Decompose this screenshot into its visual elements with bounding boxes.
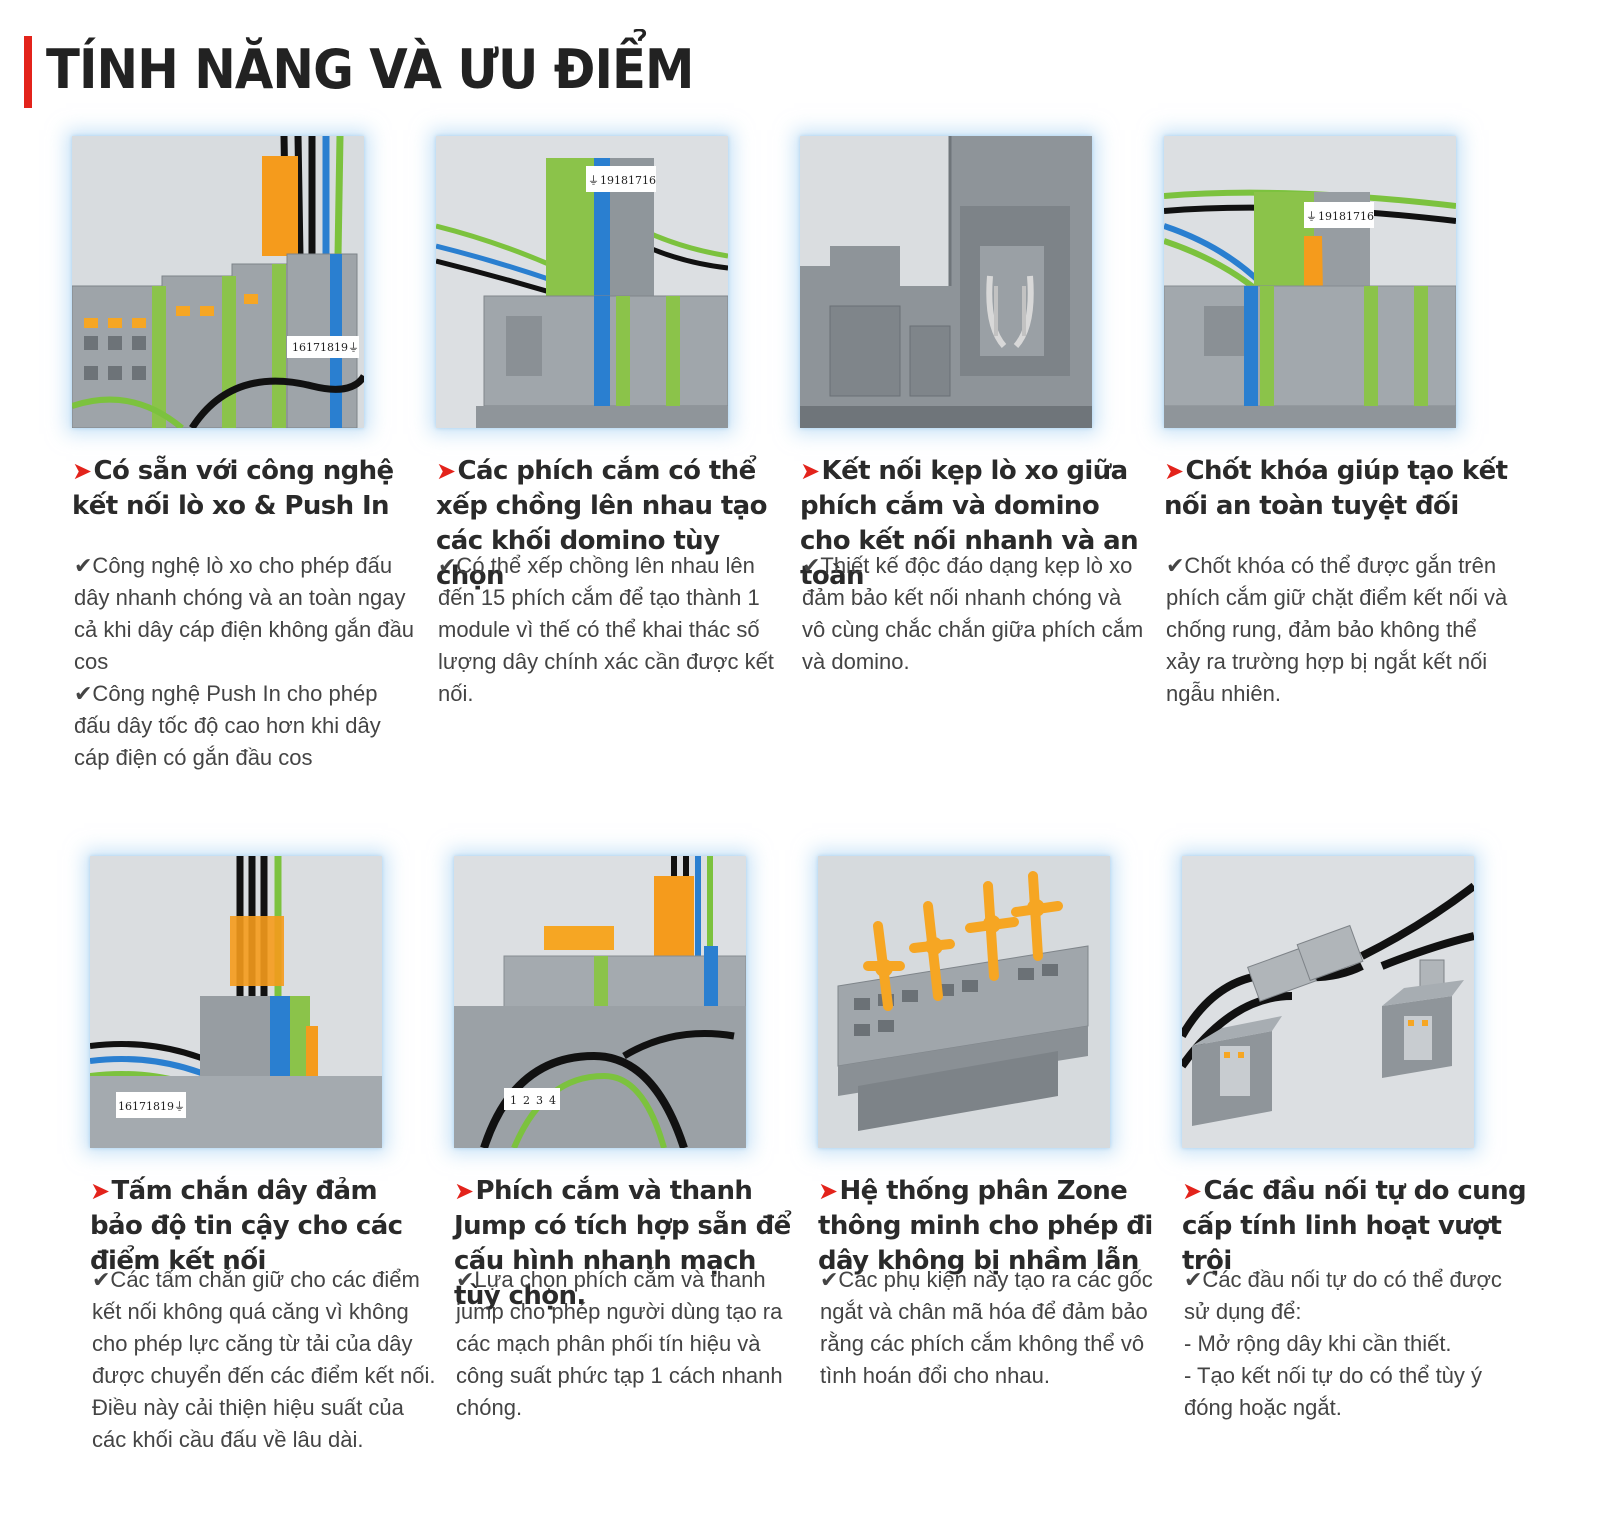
feature-description: ✔Các tấm chắn giữ cho các điểm kết nối k… xyxy=(92,1264,437,1456)
terminal-marker-label: 18 xyxy=(146,1100,160,1113)
feature-description-line: ✔Thiết kế độc đáo dạng kẹp lò xo đảm bảo… xyxy=(802,553,1144,674)
feature-description: ✔Có thể xếp chồng lên nhau lên đến 15 ph… xyxy=(438,550,783,710)
feature-image-stackable-plugs: ⏚ 19 18 17 16 xyxy=(436,136,728,428)
header-accent-bar xyxy=(24,36,32,108)
terminal-marker-label: 18 xyxy=(1332,210,1346,223)
terminal-marker-label: 2 xyxy=(523,1094,530,1107)
arrow-icon: ➤ xyxy=(818,1177,838,1205)
terminal-marker-label: 18 xyxy=(320,341,334,354)
terminal-marker-label: 19 xyxy=(160,1100,174,1113)
feature-description-line: ✔Lựa chọn phích cắm và thanh jump cho ph… xyxy=(456,1267,783,1420)
feature-description: ✔Thiết kế độc đáo dạng kẹp lò xo đảm bảo… xyxy=(802,550,1147,678)
feature-image-spring-push-in: 16 17 18 19 ⏚ xyxy=(72,136,364,428)
feature-image-zone-system xyxy=(818,856,1110,1148)
feature-title-text: Phích cắm và thanh Jump có tích hợp sẵn … xyxy=(454,1176,791,1311)
terminal-marker-label: 19 xyxy=(600,174,614,187)
arrow-icon: ➤ xyxy=(436,457,456,485)
feature-description: ✔Lựa chọn phích cắm và thanh jump cho ph… xyxy=(456,1264,801,1424)
terminal-marker-label: 17 xyxy=(628,174,642,187)
feature-title-text: Các phích cắm có thể xếp chồng lên nhau … xyxy=(436,456,768,591)
terminal-marker-label: 19 xyxy=(1318,210,1332,223)
terminal-marker-label: 4 xyxy=(549,1094,556,1107)
terminal-marker-label: 16 xyxy=(1360,210,1374,223)
arrow-icon: ➤ xyxy=(1164,457,1184,485)
feature-title: ➤Tấm chắn dây đảm bảo độ tin cậy cho các… xyxy=(90,1174,435,1279)
terminal-marker-label: ⏚ xyxy=(174,1100,185,1113)
terminal-marker-label: 16 xyxy=(118,1100,132,1113)
terminal-marker-label: 3 xyxy=(536,1094,543,1107)
feature-title-text: Chốt khóa giúp tạo kết nối an toàn tuyệt… xyxy=(1164,456,1508,521)
feature-description-line: - Tạo kết nối tự do có thể tùy ý đóng ho… xyxy=(1184,1363,1483,1420)
feature-title-text: Các đầu nối tự do cung cấp tính linh hoạ… xyxy=(1182,1176,1527,1276)
terminal-marker-label: 16 xyxy=(292,341,306,354)
feature-description: ✔Chốt khóa có thể được gắn trên phích cắ… xyxy=(1166,550,1511,710)
feature-title: ➤Phích cắm và thanh Jump có tích hợp sẵn… xyxy=(454,1174,799,1314)
feature-description-line: ✔Các đầu nối tự do có thể được sử dụng đ… xyxy=(1184,1267,1502,1324)
feature-title-text: Hệ thống phân Zone thông minh cho phép đ… xyxy=(818,1176,1153,1276)
feature-description: ✔Các phụ kiện này tạo ra các gốc ngắt và… xyxy=(820,1264,1165,1392)
terminal-marker-label: 17 xyxy=(306,341,320,354)
feature-description-line: ✔Có thể xếp chồng lên nhau lên đến 15 ph… xyxy=(438,553,774,706)
feature-image-free-connectors xyxy=(1182,856,1474,1148)
arrow-icon: ➤ xyxy=(454,1177,474,1205)
feature-description-line: ✔Công nghệ lò xo cho phép đấu dây nhanh … xyxy=(74,553,415,674)
feature-description-line: - Mở rộng dây khi cần thiết. xyxy=(1184,1331,1452,1356)
arrow-icon: ➤ xyxy=(72,457,92,485)
feature-title: ➤Có sẵn với công nghệ kết nối lò xo & Pu… xyxy=(72,454,417,524)
feature-image-locking-latch: ⏚ 19 18 17 16 xyxy=(1164,136,1456,428)
terminal-marker-label: ⏚ xyxy=(1306,210,1317,223)
feature-title: ➤Các phích cắm có thể xếp chồng lên nhau… xyxy=(436,454,781,594)
feature-description: ✔Công nghệ lò xo cho phép đấu dây nhanh … xyxy=(74,550,419,774)
feature-description-line: ✔Chốt khóa có thể được gắn trên phích cắ… xyxy=(1166,553,1508,706)
terminal-marker-label: 17 xyxy=(132,1100,146,1113)
feature-title-text: Có sẵn với công nghệ kết nối lò xo & Pus… xyxy=(72,456,394,521)
feature-title: ➤Các đầu nối tự do cung cấp tính linh ho… xyxy=(1182,1174,1527,1279)
feature-title: ➤Hệ thống phân Zone thông minh cho phép … xyxy=(818,1174,1163,1279)
arrow-icon: ➤ xyxy=(1182,1177,1202,1205)
feature-title-text: Kết nối kẹp lò xo giữa phích cắm và domi… xyxy=(800,456,1139,591)
terminal-marker-label: ⏚ xyxy=(588,174,599,187)
feature-image-jumper-bar: 1 2 3 4 xyxy=(454,856,746,1148)
terminal-marker-label: 16 xyxy=(642,174,656,187)
terminal-marker-label: 19 xyxy=(334,341,348,354)
terminal-marker-label: ⏚ xyxy=(348,341,359,354)
feature-description: ✔Các đầu nối tự do có thể được sử dụng đ… xyxy=(1184,1264,1529,1424)
feature-description-line: ✔Các phụ kiện này tạo ra các gốc ngắt và… xyxy=(820,1267,1153,1388)
feature-title: ➤Kết nối kẹp lò xo giữa phích cắm và dom… xyxy=(800,454,1145,594)
feature-image-strain-relief: 16 17 18 19 ⏚ xyxy=(90,856,382,1148)
terminal-marker-label: 18 xyxy=(614,174,628,187)
feature-title-text: Tấm chắn dây đảm bảo độ tin cậy cho các … xyxy=(90,1176,403,1276)
feature-image-spring-clamp xyxy=(800,136,1092,428)
feature-description-line: ✔Các tấm chắn giữ cho các điểm kết nối k… xyxy=(92,1267,436,1452)
terminal-marker-label: 17 xyxy=(1346,210,1360,223)
arrow-icon: ➤ xyxy=(90,1177,110,1205)
page-title: TÍNH NĂNG VÀ ƯU ĐIỂM xyxy=(46,38,694,101)
feature-title: ➤Chốt khóa giúp tạo kết nối an toàn tuyệ… xyxy=(1164,454,1509,524)
feature-description-line: ✔Công nghệ Push In cho phép đấu dây tốc … xyxy=(74,681,381,770)
arrow-icon: ➤ xyxy=(800,457,820,485)
terminal-marker-label: 1 xyxy=(510,1094,517,1107)
